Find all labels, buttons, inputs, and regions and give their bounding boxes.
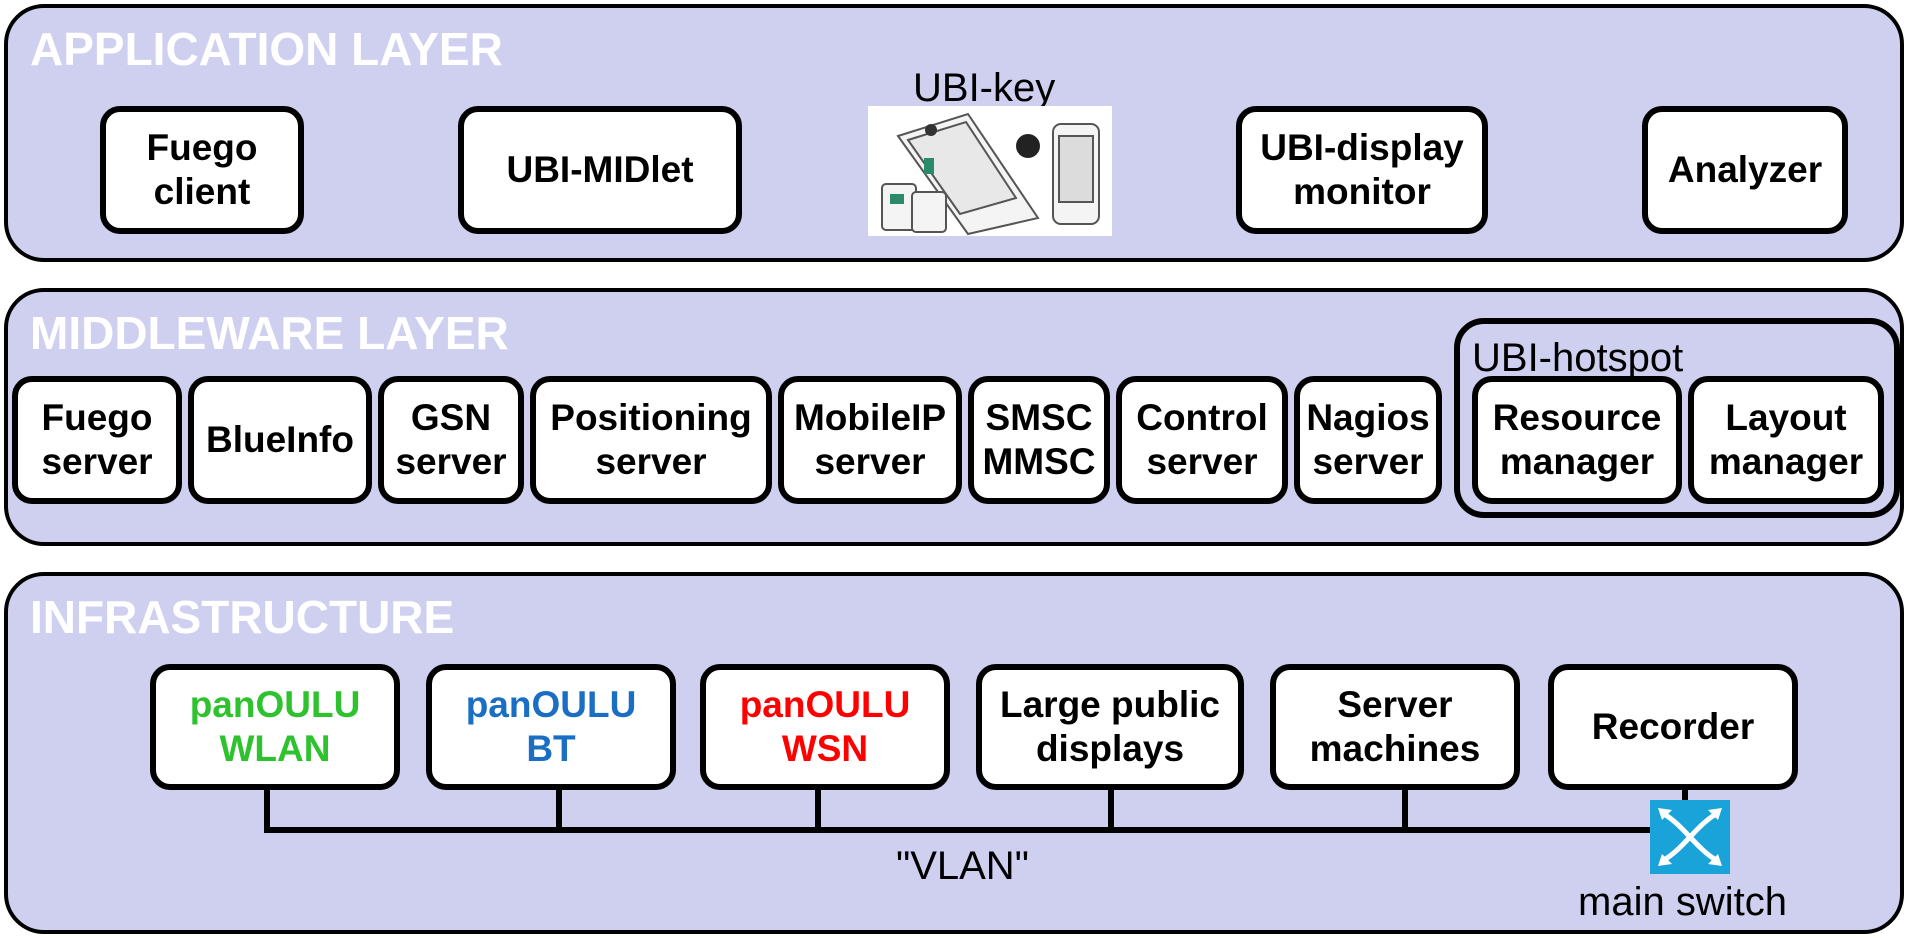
ubi-display-monitor-box[interactable]: UBI-display monitor xyxy=(1236,106,1488,234)
vlan-drop-line xyxy=(1682,786,1688,802)
vlan-drop-line xyxy=(556,786,562,830)
fuego-client-box[interactable]: Fuego client xyxy=(100,106,304,234)
smsc-mmsc-box[interactable]: SMSC MMSC xyxy=(968,376,1110,504)
box-line: monitor xyxy=(1293,171,1431,212)
main-switch-label: main switch xyxy=(1578,880,1787,924)
nagios-server-box[interactable]: Nagios server xyxy=(1294,376,1442,504)
panoulu-wsn-box[interactable]: panOULU WSN xyxy=(700,664,950,790)
control-server-box[interactable]: Control server xyxy=(1116,376,1288,504)
phone-devices-illustration xyxy=(868,106,1112,236)
blueinfo-box[interactable]: BlueInfo xyxy=(188,376,372,504)
box-line: UBI-display xyxy=(1260,126,1464,168)
box-line: Control xyxy=(1136,396,1268,438)
layer-title: APPLICATION LAYER xyxy=(30,23,503,75)
box-line: UBI-MIDlet xyxy=(506,148,694,190)
vlan-drop-line xyxy=(264,786,270,830)
box-line: SMSC xyxy=(985,396,1093,438)
box-line: displays xyxy=(1035,728,1185,769)
resource-manager-box[interactable]: Resource manager xyxy=(1472,376,1682,504)
box-line: manager xyxy=(1499,441,1655,482)
large-public-displays-box[interactable]: Large public displays xyxy=(976,664,1244,790)
box-line: Large public xyxy=(1000,683,1220,725)
network-switch-icon xyxy=(1650,800,1730,874)
box-line: Positioning xyxy=(550,396,752,438)
box-line: GSN xyxy=(410,396,492,438)
panoulu-wlan-box[interactable]: panOULU WLAN xyxy=(150,664,400,790)
vlan-drop-line xyxy=(815,786,821,830)
box-line: client xyxy=(153,171,251,212)
box-line: Recorder xyxy=(1591,705,1755,747)
box-line: server xyxy=(595,441,707,482)
vlan-drop-line xyxy=(1402,786,1408,830)
box-line: MMSC xyxy=(982,441,1096,482)
box-line: BT xyxy=(526,728,576,769)
positioning-server-box[interactable]: Positioning server xyxy=(530,376,772,504)
box-line: panOULU xyxy=(739,683,911,725)
box-line: panOULU xyxy=(465,683,637,725)
box-line: server xyxy=(1146,441,1258,482)
box-line: panOULU xyxy=(189,683,361,725)
box-line: WLAN xyxy=(219,728,331,769)
ubi-hotspot-group xyxy=(1454,318,1900,518)
panoulu-bt-box[interactable]: panOULU BT xyxy=(426,664,676,790)
box-line: server xyxy=(1312,441,1424,482)
layer-title: MIDDLEWARE LAYER xyxy=(30,307,509,359)
box-line: manager xyxy=(1708,441,1864,482)
mobileip-server-box[interactable]: MobileIP server xyxy=(778,376,962,504)
ubi-hotspot-label: UBI-hotspot xyxy=(1472,336,1684,380)
vlan-label: "VLAN" xyxy=(896,844,1029,888)
box-line: Fuego xyxy=(41,396,153,438)
box-line: machines xyxy=(1309,728,1481,769)
layer-title: INFRASTRUCTURE xyxy=(30,591,455,643)
server-machines-box[interactable]: Server machines xyxy=(1270,664,1520,790)
fuego-server-box[interactable]: Fuego server xyxy=(12,376,182,504)
box-line: MobileIP xyxy=(793,396,947,438)
vlan-bus-line xyxy=(264,827,1684,833)
box-line: server xyxy=(814,441,926,482)
box-line: WSN xyxy=(781,728,869,769)
box-line: server xyxy=(395,441,507,482)
box-line: Resource xyxy=(1492,396,1662,438)
box-line: Fuego xyxy=(146,126,258,168)
box-line: Layout xyxy=(1725,396,1847,438)
box-line: Analyzer xyxy=(1667,148,1823,190)
ubi-key-label: UBI-key xyxy=(913,66,1056,110)
layout-manager-box[interactable]: Layout manager xyxy=(1688,376,1884,504)
box-line: server xyxy=(41,441,153,482)
analyzer-box[interactable]: Analyzer xyxy=(1642,106,1848,234)
gsn-server-box[interactable]: GSN server xyxy=(378,376,524,504)
box-line: Server xyxy=(1337,683,1453,725)
ubi-midlet-box[interactable]: UBI-MIDlet xyxy=(458,106,742,234)
vlan-drop-line xyxy=(1108,786,1114,830)
box-line: Nagios xyxy=(1306,396,1430,438)
recorder-box[interactable]: Recorder xyxy=(1548,664,1798,790)
box-line: BlueInfo xyxy=(206,418,354,460)
